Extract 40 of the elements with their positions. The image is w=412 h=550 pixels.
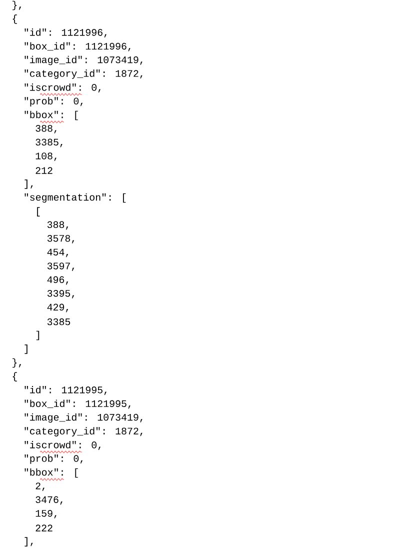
code-line: "prob": 0, [24, 97, 83, 106]
code-line: "iscrowd": 0, [24, 84, 100, 92]
code-line: ] [36, 330, 40, 340]
code-line: 388, [47, 221, 68, 230]
code-line: 3385 [47, 318, 70, 326]
code-line: 2, [36, 482, 44, 492]
code-line: { [12, 372, 17, 382]
code-line: 388, [36, 124, 56, 134]
code-line: ], [24, 537, 33, 546]
code-line: 496, [47, 276, 68, 285]
code-line: "id": 1121996, [24, 28, 106, 38]
code-line: "category_id": 1872, [24, 70, 142, 79]
code-line: 3395, [47, 290, 74, 298]
code-line: "prob": 0, [24, 454, 83, 464]
code-line: }, [12, 0, 22, 10]
code-line: "bbox": [ [24, 110, 78, 120]
code-line: "category_id": 1872, [24, 427, 142, 436]
code-line: ], [24, 180, 33, 189]
code-line: "image_id": 1073419, [24, 56, 142, 66]
code-line: 3385, [36, 138, 62, 148]
code-line: }, [12, 358, 22, 368]
code-line: "image_id": 1073419, [24, 413, 142, 423]
code-line: 3597, [47, 262, 74, 272]
code-line: "box_id": 1121995, [24, 400, 130, 409]
code-line: 454, [47, 248, 68, 258]
code-line: 212 [36, 167, 52, 174]
code-line: { [12, 14, 17, 24]
code-line: 429, [47, 304, 68, 312]
code-line: 159, [36, 510, 56, 518]
code-line: 3578, [47, 234, 74, 244]
code-line: 108, [36, 152, 56, 162]
code-line: 222 [36, 524, 52, 532]
code-line: "iscrowd": 0, [24, 441, 100, 450]
code-line: "segmentation": [ [24, 193, 126, 203]
code-line: "box_id": 1121996, [24, 42, 130, 52]
code-line: "id": 1121995, [24, 386, 106, 395]
code-line: ] [24, 344, 28, 354]
code-line: [ [37, 207, 40, 216]
code-line: "bbox": [ [24, 468, 78, 478]
code-line: 3476, [36, 496, 62, 505]
